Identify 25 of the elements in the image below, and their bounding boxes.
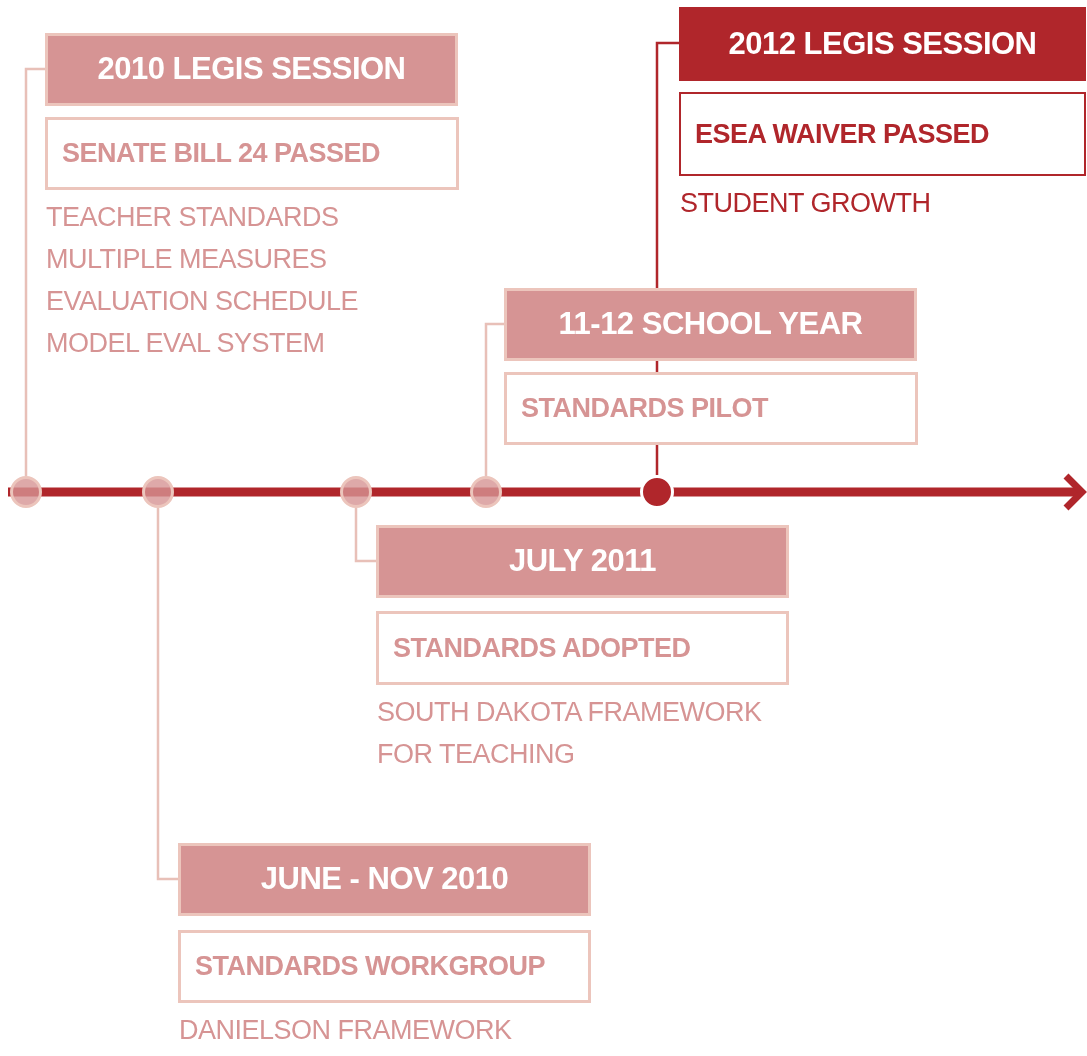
note-text: MULTIPLE MEASURES — [46, 243, 328, 276]
timeline-marker — [142, 476, 174, 508]
date-header: JUNE - NOV 2010 — [178, 843, 591, 916]
leader-line — [24, 67, 45, 476]
note-text: MODEL EVAL SYSTEM — [46, 327, 326, 360]
event-box: STANDARDS WORKGROUP — [178, 930, 591, 1003]
date-header: 2012 LEGIS SESSION — [679, 7, 1086, 81]
timeline-marker — [10, 476, 42, 508]
note-text: STUDENT GROWTH — [680, 187, 932, 220]
note-text: SOUTH DAKOTA FRAMEWORK FOR TEACHING — [377, 696, 763, 771]
leader-line — [354, 508, 376, 563]
event-box: STANDARDS ADOPTED — [376, 611, 789, 685]
timeline-marker — [340, 476, 372, 508]
note-text: TEACHER STANDARDS — [46, 201, 340, 234]
leader-line — [156, 508, 178, 881]
event-box: ESEA WAIVER PASSED — [679, 92, 1086, 176]
date-header: JULY 2011 — [376, 525, 789, 598]
leader-line — [484, 322, 504, 476]
timeline-marker — [470, 476, 502, 508]
date-header: 2010 LEGIS SESSION — [45, 33, 458, 106]
note-text: EVALUATION SCHEDULE — [46, 285, 360, 318]
note-text: DANIELSON FRAMEWORK — [179, 1014, 513, 1047]
event-box: SENATE BILL 24 PASSED — [45, 117, 459, 190]
date-header: 11-12 SCHOOL YEAR — [504, 288, 917, 361]
event-box: STANDARDS PILOT — [504, 372, 918, 445]
